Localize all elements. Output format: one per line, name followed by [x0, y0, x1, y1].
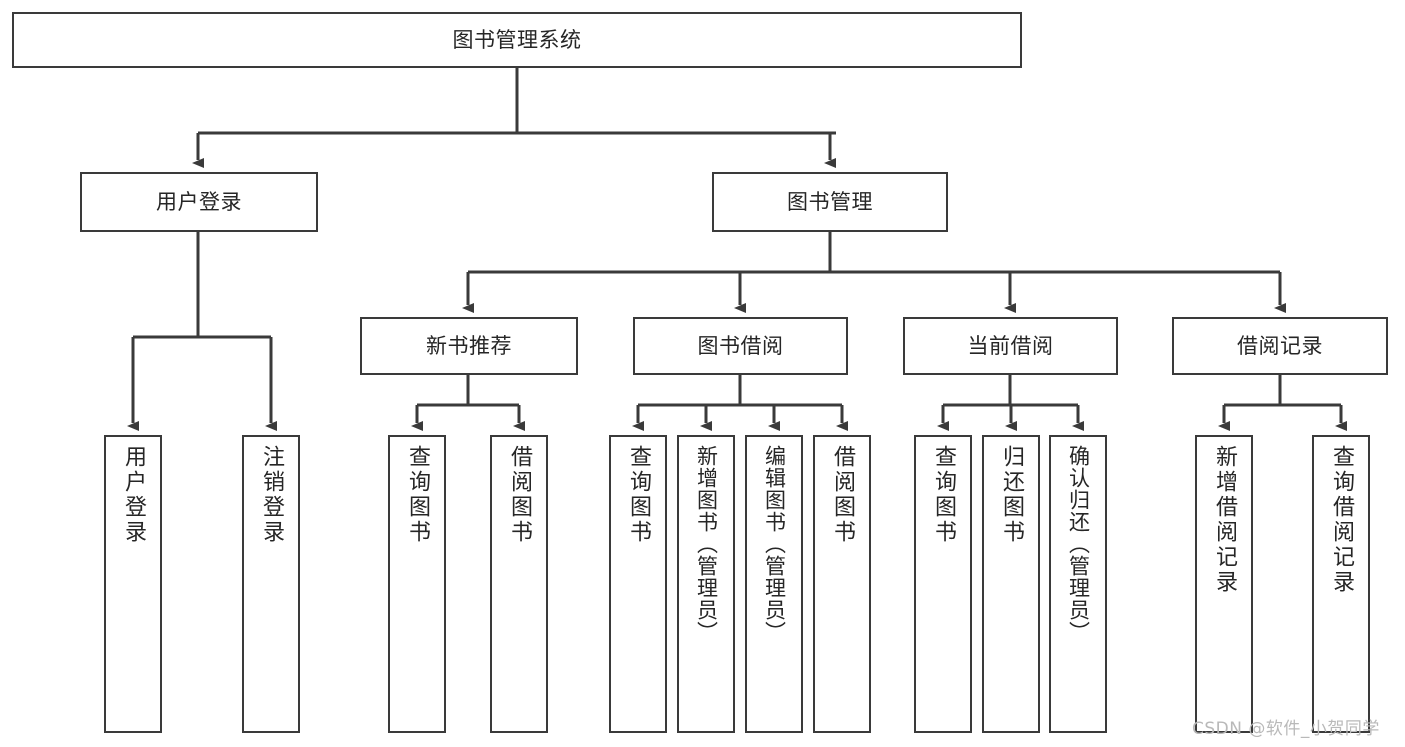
- leaf-br-add-record[interactable]: 新增借阅记录: [1195, 435, 1253, 733]
- leaf-cb-return-book-label: 归还图书: [999, 445, 1024, 545]
- node-new-book-recommend-label: 新书推荐: [426, 333, 512, 358]
- leaf-nb-query-book-label: 查询图书: [405, 445, 430, 545]
- node-current-borrow-label: 当前借阅: [967, 333, 1054, 358]
- leaf-nb-borrow-book[interactable]: 借阅图书: [490, 435, 548, 733]
- leaf-br-add-record-label: 新增借阅记录: [1212, 445, 1237, 595]
- leaf-br-query-record-label: 查询借阅记录: [1329, 445, 1354, 595]
- leaf-user-logout[interactable]: 注销登录: [242, 435, 300, 733]
- node-book-borrow-label: 图书借阅: [697, 333, 784, 358]
- leaf-bb-edit-book[interactable]: 编辑图书（管理员）: [745, 435, 803, 733]
- node-root-label: 图书管理系统: [452, 27, 582, 52]
- leaf-cb-confirm-return-label: 确认归还（管理员）: [1066, 445, 1091, 643]
- node-user-login[interactable]: 用户登录: [80, 172, 318, 232]
- node-book-manage[interactable]: 图书管理: [712, 172, 948, 232]
- leaf-cb-query-book-label: 查询图书: [931, 445, 956, 545]
- leaf-bb-borrow-book-label: 借阅图书: [830, 445, 855, 545]
- leaf-cb-query-book[interactable]: 查询图书: [914, 435, 972, 733]
- leaf-cb-confirm-return[interactable]: 确认归还（管理员）: [1049, 435, 1107, 733]
- leaf-bb-query-book-label: 查询图书: [626, 445, 651, 545]
- node-book-borrow[interactable]: 图书借阅: [633, 317, 848, 375]
- node-borrow-record-label: 借阅记录: [1237, 333, 1323, 358]
- leaf-bb-add-book-label: 新增图书（管理员）: [694, 445, 719, 643]
- leaf-cb-return-book[interactable]: 归还图书: [982, 435, 1040, 733]
- node-new-book-recommend[interactable]: 新书推荐: [360, 317, 578, 375]
- node-current-borrow[interactable]: 当前借阅: [903, 317, 1118, 375]
- leaf-bb-add-book[interactable]: 新增图书（管理员）: [677, 435, 735, 733]
- leaf-bb-query-book[interactable]: 查询图书: [609, 435, 667, 733]
- leaf-bb-edit-book-label: 编辑图书（管理员）: [762, 445, 787, 643]
- leaf-bb-borrow-book[interactable]: 借阅图书: [813, 435, 871, 733]
- node-book-manage-label: 图书管理: [787, 189, 873, 214]
- leaf-user-login[interactable]: 用户登录: [104, 435, 162, 733]
- leaf-user-logout-label: 注销登录: [259, 445, 284, 545]
- node-root[interactable]: 图书管理系统: [12, 12, 1022, 68]
- node-user-login-label: 用户登录: [156, 189, 242, 214]
- leaf-br-query-record[interactable]: 查询借阅记录: [1312, 435, 1370, 733]
- leaf-nb-borrow-book-label: 借阅图书: [507, 445, 532, 545]
- leaf-nb-query-book[interactable]: 查询图书: [388, 435, 446, 733]
- node-borrow-record[interactable]: 借阅记录: [1172, 317, 1388, 375]
- watermark-text: CSDN @软件_小贺同学: [1192, 719, 1380, 739]
- leaf-user-login-label: 用户登录: [121, 445, 146, 545]
